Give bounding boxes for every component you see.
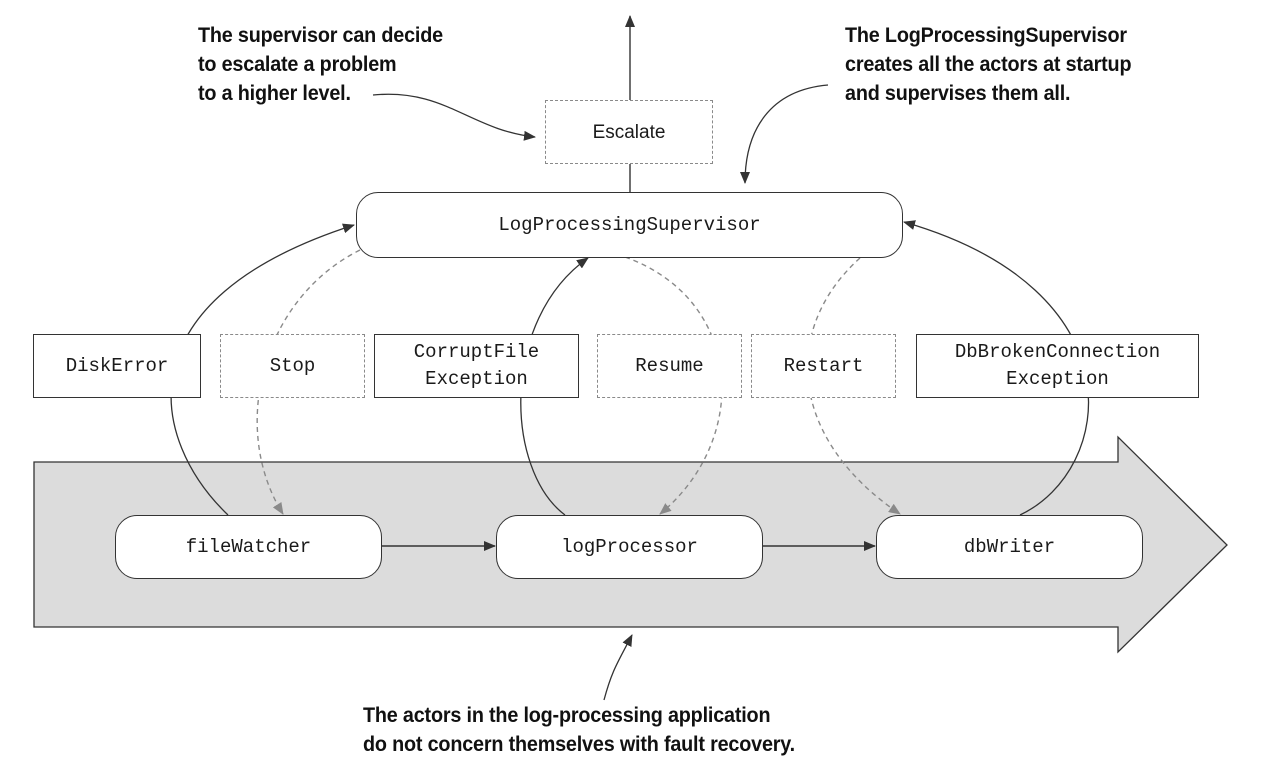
disk-error-box: DiskError <box>33 334 201 398</box>
corrupt-file-box: CorruptFile Exception <box>374 334 579 398</box>
db-writer-node: dbWriter <box>876 515 1143 579</box>
note-escalation: The supervisor can decide to escalate a … <box>198 23 443 105</box>
log-processor-node: logProcessor <box>496 515 763 579</box>
restart-box: Restart <box>751 334 896 398</box>
note-fault-recovery: The actors in the log-processing applica… <box>363 703 795 756</box>
file-watcher-node: fileWatcher <box>115 515 382 579</box>
escalate-box: Escalate <box>545 100 713 164</box>
arrow-restart-to-dbwriter <box>806 257 901 515</box>
pointer-escalate <box>372 93 536 141</box>
supervisor-node: LogProcessingSupervisor <box>356 192 903 258</box>
pointer-supervisor <box>740 84 829 184</box>
arrow-resume-to-logprocessor <box>624 256 723 515</box>
db-broken-box: DbBrokenConnection Exception <box>916 334 1199 398</box>
note-supervisor: The LogProcessingSupervisor creates all … <box>845 23 1132 105</box>
pointer-band <box>603 634 633 701</box>
resume-box: Resume <box>597 334 742 398</box>
stop-box: Stop <box>220 334 365 398</box>
